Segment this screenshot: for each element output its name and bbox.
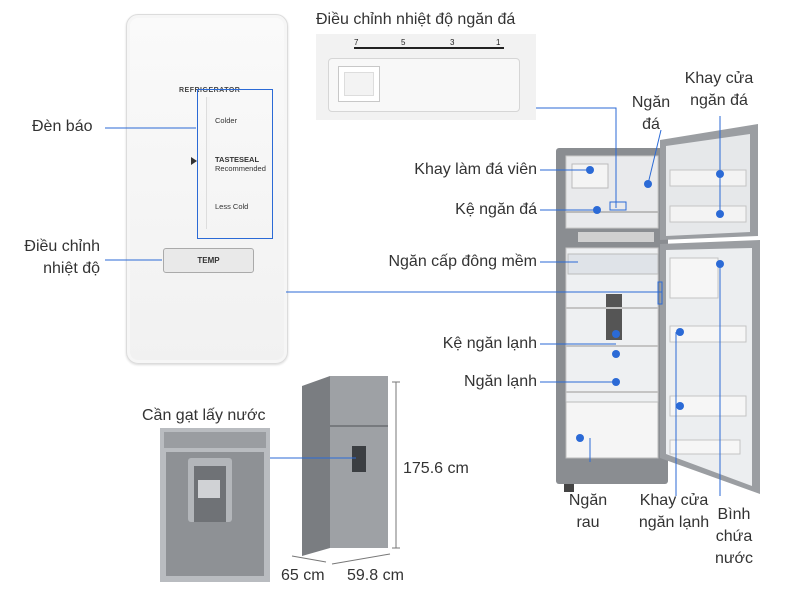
dial-tick: 3 <box>450 38 455 47</box>
recommended-label: Recommended <box>215 164 266 173</box>
height-dimension: 175.6 cm <box>403 460 469 477</box>
dial-tick: 7 <box>354 38 359 47</box>
colder-label: Colder <box>215 116 238 125</box>
freezer-door-tray-label: Khay cửa ngăn đá <box>684 70 754 109</box>
temp-adjust-label: Điều chỉnh nhiệt độ <box>24 238 100 277</box>
fridge-shelf-label: Kệ ngăn lạnh <box>442 335 537 352</box>
indicator-bar <box>206 97 210 229</box>
less-cold-label: Less Cold <box>215 202 249 211</box>
ice-cube-tray-label: Khay làm đá viên <box>414 161 537 178</box>
callout-dot <box>676 328 684 336</box>
callout-dot <box>716 210 724 218</box>
soft-freeze-label: Ngăn cấp đông mềm <box>388 253 537 270</box>
callout-dot <box>612 350 620 358</box>
callout-dot <box>676 402 684 410</box>
indicator-light-label: Đèn báo <box>32 118 93 135</box>
panel-title: REFRIGERATOR <box>179 87 241 94</box>
freezer-shelf-label: Kệ ngăn đá <box>455 201 537 218</box>
water-lever-label: Cần gạt lấy nước <box>142 407 266 424</box>
tasteseal-label: TASTESEAL <box>215 155 260 164</box>
fridge-door-tray-label: Khay cửa ngăn lạnh <box>638 492 710 531</box>
temp-button[interactable]: TEMP <box>163 248 254 273</box>
indicator-highlight-box <box>197 89 273 239</box>
dial-tick: 5 <box>401 38 406 47</box>
pointer-triangle-icon <box>191 157 197 165</box>
callout-dot <box>612 330 620 338</box>
depth-dimension: 65 cm <box>281 567 325 584</box>
callout-dot <box>586 166 594 174</box>
water-tank-label: Bình chứa nước <box>714 506 754 567</box>
ice-temp-control-label: Điều chỉnh nhiệt độ ngăn đá <box>316 11 516 28</box>
callout-dot <box>644 180 652 188</box>
dial-tick: 1 <box>496 38 501 47</box>
fridge-compartment-label: Ngăn lạnh <box>464 373 537 390</box>
callout-dot <box>716 170 724 178</box>
width-dimension: 59.8 cm <box>347 567 404 584</box>
ice-temp-dial-image: 7 5 3 1 <box>316 34 536 120</box>
freezer-label: Ngăn đá <box>631 94 671 133</box>
callout-dot <box>612 378 620 386</box>
callout-dot <box>576 434 584 442</box>
callout-dot <box>593 206 601 214</box>
vegetable-drawer-label: Ngăn rau <box>568 492 608 531</box>
callout-dot <box>716 260 724 268</box>
